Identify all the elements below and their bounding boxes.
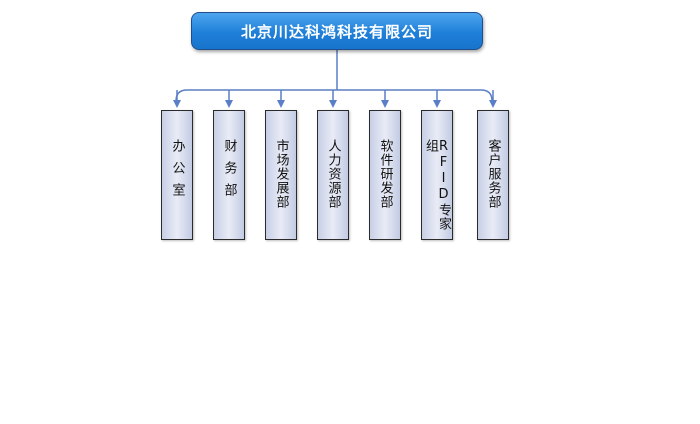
dept-label-human-resources: 人力资源部 [325, 139, 341, 209]
dept-label-office: 办公室 [169, 139, 185, 205]
dept-label-customer-service: 客户服务部 [485, 139, 501, 209]
connector-drops [173, 90, 497, 108]
org-root-node[interactable]: 北京川达科鸿科技有限公司 [191, 12, 483, 50]
dept-label-market-development: 市场发展部 [273, 139, 289, 209]
bus-line [175, 89, 493, 102]
dept-node-software-rd[interactable]: 软件研发部 [369, 110, 401, 240]
dept-node-human-resources[interactable]: 人力资源部 [317, 110, 349, 240]
company-name: 北京川达科鸿科技有限公司 [240, 22, 433, 41]
dept-label-rfid-experts: RFID专家组 [423, 139, 451, 231]
dept-node-market-development[interactable]: 市场发展部 [265, 110, 297, 240]
dept-node-office[interactable]: 办公室 [161, 110, 193, 240]
dept-label-software-rd: 软件研发部 [377, 139, 393, 209]
dept-node-rfid-experts[interactable]: RFID专家组 [421, 110, 453, 240]
dept-label-finance: 财务部 [221, 139, 237, 205]
dept-node-finance[interactable]: 财务部 [213, 110, 245, 240]
dept-node-customer-service[interactable]: 客户服务部 [477, 110, 509, 240]
